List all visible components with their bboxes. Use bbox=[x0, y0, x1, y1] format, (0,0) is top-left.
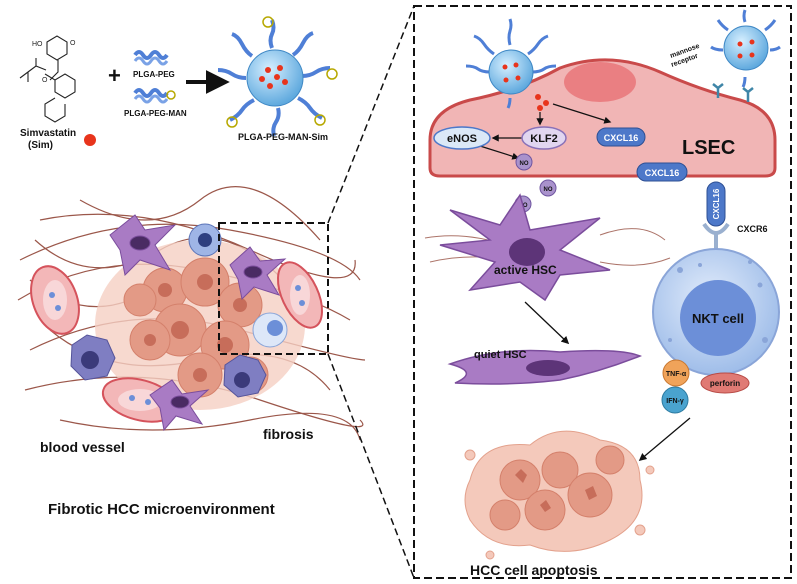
cxcr6-label: CXCR6 bbox=[737, 224, 768, 234]
simvastatin-structure: HO O O bbox=[19, 35, 76, 123]
microenvironment-caption: Fibrotic HCC microenvironment bbox=[48, 501, 275, 518]
nanoparticle-large bbox=[217, 16, 338, 137]
arrow-cytokines-apoptosis bbox=[638, 417, 691, 462]
plga-peg-man-icon bbox=[133, 88, 176, 104]
nanoparticle-right-1 bbox=[465, 18, 557, 109]
plus-sign: + bbox=[108, 63, 121, 88]
plga-peg-icon bbox=[133, 50, 169, 66]
svg-text:O: O bbox=[70, 40, 76, 47]
klf2-label: KLF2 bbox=[530, 133, 558, 145]
nkt-cell bbox=[652, 248, 780, 376]
released-drug bbox=[535, 94, 549, 111]
arrow-drug-cxcl16 bbox=[552, 103, 612, 124]
immune-cells-left bbox=[70, 223, 288, 398]
cxcl16-bound-label: CXCL16 bbox=[712, 188, 721, 219]
no-molecule-1: NO bbox=[515, 153, 533, 171]
tnf-molecule: TNF-α bbox=[662, 359, 690, 387]
arrow-enos-no bbox=[479, 145, 520, 160]
polymer-1-label: PLGA-PEG bbox=[133, 70, 175, 79]
klf2-pill: KLF2 bbox=[521, 126, 567, 150]
drug-abbrev: (Sim) bbox=[28, 140, 53, 151]
cxcl16-intracellular-label: CXCL16 bbox=[604, 133, 639, 143]
no-label-2: NO bbox=[544, 187, 553, 193]
cxcl16-membrane-pill: CXCL16 bbox=[636, 162, 688, 182]
active-hsc bbox=[424, 193, 671, 302]
nanoparticle-right-2 bbox=[710, 9, 781, 88]
apoptotic-tumor bbox=[464, 430, 655, 560]
enos-label: eNOS bbox=[447, 133, 477, 145]
drug-name: Simvastatin bbox=[20, 128, 76, 139]
zoom-line-bottom bbox=[327, 353, 415, 579]
active-hsc-label: active HSC bbox=[494, 263, 557, 277]
svg-text:O: O bbox=[42, 77, 48, 84]
no-label-1: NO bbox=[520, 161, 529, 167]
quiet-hsc bbox=[447, 349, 643, 385]
cxcl16-intracellular-pill: CXCL16 bbox=[596, 127, 646, 147]
ifn-molecule: IFN-γ bbox=[661, 386, 689, 414]
enos-pill: eNOS bbox=[433, 126, 491, 150]
apoptosis-label: HCC cell apoptosis bbox=[470, 562, 598, 578]
cxcl16-bound-pill: CXCL16 bbox=[706, 181, 726, 227]
ifn-label: IFN-γ bbox=[666, 398, 684, 405]
fibrosis-label: fibrosis bbox=[263, 426, 314, 442]
zoom-line-top bbox=[327, 5, 415, 224]
cxcr6-receptor bbox=[702, 222, 730, 250]
detail-panel-border bbox=[413, 5, 792, 579]
hsc-cells-left bbox=[109, 214, 287, 432]
tnf-label: TNF-α bbox=[666, 371, 687, 378]
cxcl16-membrane-label: CXCL16 bbox=[645, 168, 680, 178]
mannose-receptors bbox=[712, 83, 754, 102]
arrow-active-quiet bbox=[524, 301, 570, 345]
lsec-label: LSEC bbox=[682, 137, 735, 159]
blood-vessel-label: blood vessel bbox=[40, 439, 125, 455]
svg-text:HO: HO bbox=[32, 41, 43, 48]
polymer-2-label: PLGA-PEG-MAN bbox=[124, 109, 187, 118]
perforin-molecule: perforin bbox=[700, 372, 750, 394]
drug-dot-legend bbox=[84, 134, 96, 146]
quiet-hsc-label: quiet HSC bbox=[474, 349, 527, 361]
no-molecule-2: NO bbox=[539, 179, 557, 197]
nkt-cell-label: NKT cell bbox=[692, 311, 744, 326]
perforin-label: perforin bbox=[710, 379, 740, 388]
nanoparticle-label: PLGA-PEG-MAN-Sim bbox=[238, 132, 328, 142]
